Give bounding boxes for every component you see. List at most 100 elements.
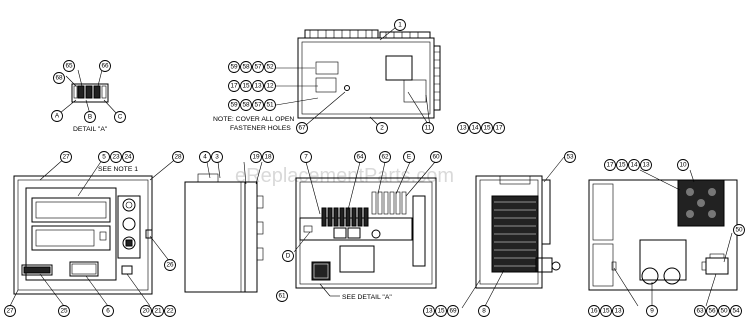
callout-66: 66: [99, 60, 111, 72]
svg-text:10: 10: [679, 162, 687, 169]
svg-text:58: 58: [242, 102, 250, 109]
note-cover-holes-2: FASTENER HOLES: [230, 125, 291, 132]
svg-text:60: 60: [432, 154, 440, 161]
callout-6: 6: [102, 305, 114, 317]
svg-text:68: 68: [55, 75, 63, 82]
svg-text:7: 7: [304, 154, 308, 161]
callout-52: 52: [264, 61, 276, 73]
callout-56: 56: [706, 305, 718, 317]
svg-text:6: 6: [106, 308, 110, 315]
letter-callout-c: C: [114, 111, 126, 123]
svg-text:13: 13: [425, 308, 433, 315]
svg-text:E: E: [407, 154, 411, 161]
callout-16: 16: [588, 305, 600, 317]
svg-text:66: 66: [101, 63, 109, 70]
callout-60: 60: [430, 151, 442, 163]
svg-text:25: 25: [60, 308, 68, 315]
callout-12: 12: [264, 80, 276, 92]
side-view-left: [184, 173, 264, 293]
callout-17-top: 17: [228, 80, 240, 92]
svg-text:53: 53: [566, 154, 574, 161]
letter-callout-b: B: [84, 111, 96, 123]
callout-15-rear-bottom: 15: [600, 305, 612, 317]
callout-27-top: 27: [60, 151, 72, 163]
svg-text:26: 26: [166, 262, 174, 269]
svg-text:63: 63: [696, 308, 704, 315]
callout-15-top: 15: [240, 80, 252, 92]
callout-2: 2: [376, 122, 388, 134]
side-view-right: [475, 175, 561, 289]
callout-28: 28: [172, 151, 184, 163]
svg-text:4: 4: [203, 154, 207, 161]
svg-text:11: 11: [425, 125, 432, 132]
callout-26: 26: [164, 259, 176, 271]
callout-23: 23: [110, 151, 122, 163]
callout-25: 25: [58, 305, 70, 317]
svg-text:2: 2: [380, 125, 384, 132]
svg-text:D: D: [286, 253, 291, 260]
callout-50-upper: 50: [733, 224, 745, 236]
top-view-assembly: _ _ _ _: [297, 29, 441, 119]
callout-63: 63: [694, 305, 706, 317]
callout-8: 8: [478, 305, 490, 317]
svg-text:13: 13: [459, 125, 467, 132]
front-view-door: [13, 175, 153, 295]
callout-53: 53: [564, 151, 576, 163]
callout-57-upper: 57: [252, 61, 264, 73]
svg-text:8: 8: [482, 308, 486, 315]
svg-text:15: 15: [618, 162, 626, 169]
svg-text:64: 64: [356, 154, 364, 161]
svg-text:3: 3: [215, 154, 219, 161]
svg-text:13: 13: [614, 308, 622, 315]
svg-text:19: 19: [252, 154, 260, 161]
svg-text:16: 16: [590, 308, 598, 315]
callout-54: 54: [730, 305, 742, 317]
svg-text:20: 20: [142, 308, 150, 315]
callout-68: 68: [53, 72, 65, 84]
callout-14-top-right: 14: [469, 122, 481, 134]
note-cover-holes-1: NOTE: COVER ALL OPEN: [213, 116, 294, 123]
svg-text:17: 17: [230, 83, 238, 90]
svg-text:27: 27: [6, 308, 14, 315]
side-view-right-leaders: [461, 156, 565, 309]
svg-text:14: 14: [630, 162, 638, 169]
svg-text:62: 62: [381, 154, 389, 161]
callout-4: 4: [199, 151, 211, 163]
svg-text:58: 58: [242, 64, 250, 71]
callout-7: 7: [300, 151, 312, 163]
callout-5: 5: [98, 151, 110, 163]
callout-20: 20: [140, 305, 152, 317]
svg-text:15: 15: [242, 83, 250, 90]
callout-13-rear-bottom: 13: [612, 305, 624, 317]
callout-21: 21: [152, 305, 164, 317]
svg-text:59: 59: [230, 102, 238, 109]
callout-15-side: 15: [435, 305, 447, 317]
rear-view: [588, 179, 738, 291]
rear-view-leaders: [613, 169, 733, 307]
svg-text:23: 23: [112, 154, 120, 161]
svg-text:12: 12: [266, 83, 274, 90]
svg-text:A: A: [55, 113, 60, 120]
svg-text:52: 52: [266, 64, 274, 71]
callout-9: 9: [646, 305, 658, 317]
svg-text:57: 57: [254, 102, 262, 109]
letter-callout-d: D: [282, 250, 294, 262]
callout-27-bottom: 27: [4, 305, 16, 317]
see-detail-a-label: SEE DETAIL "A": [342, 294, 392, 301]
svg-text:22: 22: [166, 308, 174, 315]
callout-59-upper: 59: [228, 61, 240, 73]
callout-11: 11: [422, 122, 434, 134]
callout-13-side: 13: [423, 305, 435, 317]
callout-13-rear: 13: [640, 159, 652, 171]
letter-callout-a: A: [51, 110, 63, 122]
see-note-1-label: SEE NOTE 1: [98, 166, 138, 173]
callout-58-lower: 58: [240, 99, 252, 111]
svg-text:67: 67: [298, 125, 306, 132]
callout-18: 18: [262, 151, 274, 163]
svg-text:C: C: [118, 114, 123, 121]
callout-17-rear: 17: [604, 159, 616, 171]
svg-text:69: 69: [449, 308, 457, 315]
callout-1: 1: [394, 19, 406, 31]
svg-text:51: 51: [266, 102, 274, 109]
